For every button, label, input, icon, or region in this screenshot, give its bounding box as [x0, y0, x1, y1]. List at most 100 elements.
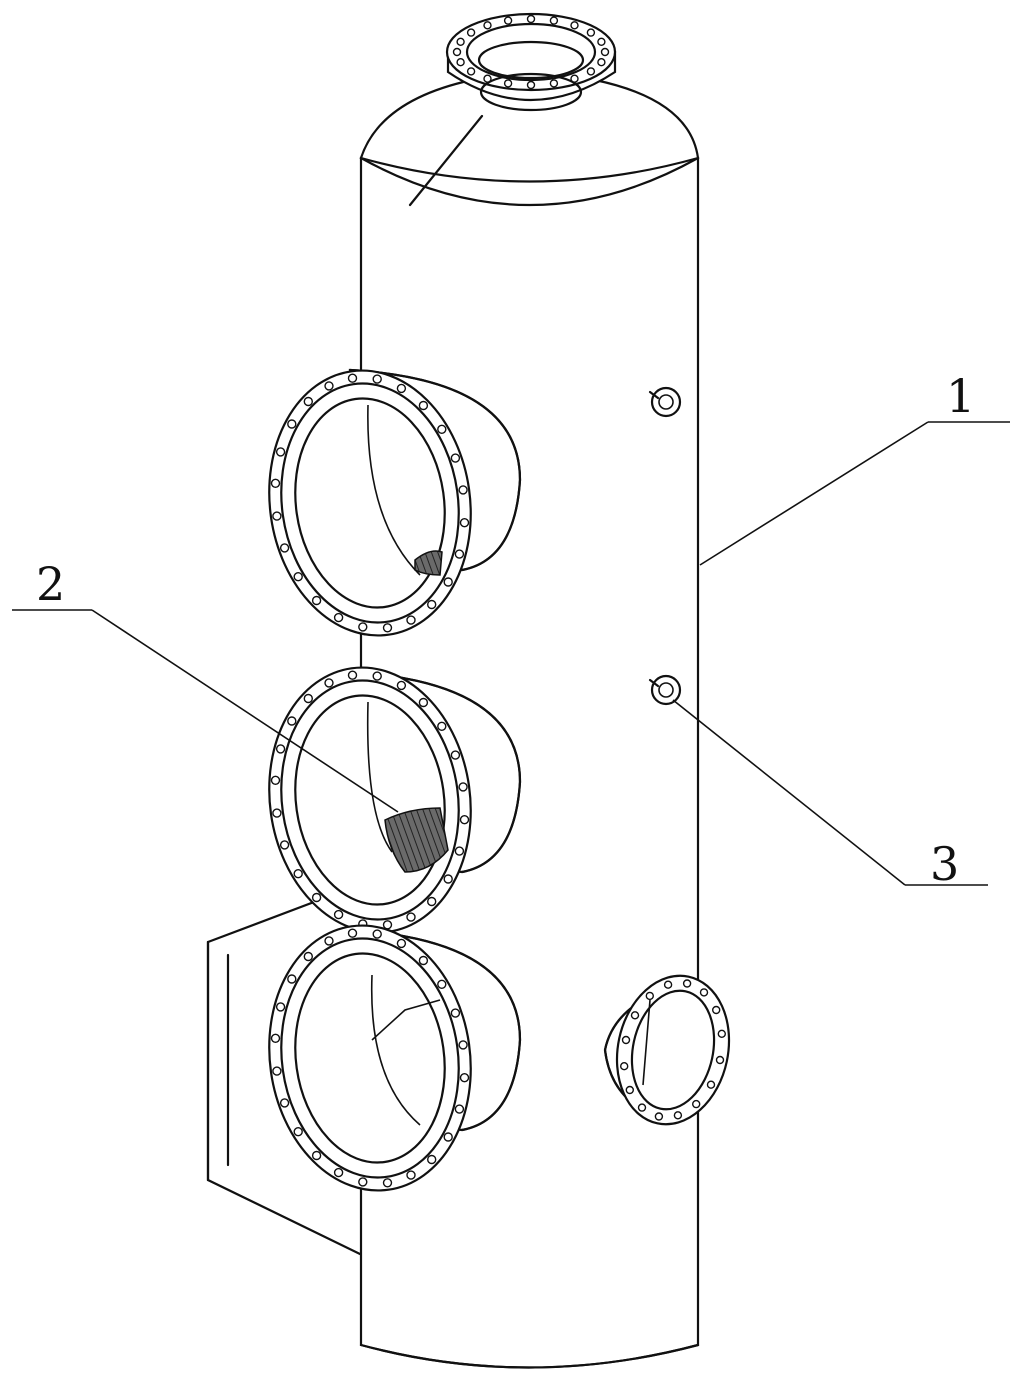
bolt-hole [620, 1061, 629, 1071]
bolt-hole [458, 782, 468, 792]
upper-nozzle [268, 368, 522, 637]
bolt-hole [333, 909, 344, 920]
bolt-hole [406, 1170, 416, 1180]
bolt-hole [275, 744, 286, 754]
bolt-hole [427, 896, 437, 907]
bolt-hole [382, 623, 393, 633]
bolt-hole [483, 74, 492, 83]
bolt-hole [459, 1072, 470, 1083]
bolt-hole [293, 572, 303, 582]
sensor-upper [648, 386, 682, 418]
bolt-hole [549, 79, 559, 88]
bolt-hole [549, 16, 559, 25]
bolt-hole [418, 697, 429, 708]
bolt-hole [358, 622, 368, 632]
bolt-hole [706, 1080, 716, 1089]
top-flange-bolts [452, 14, 610, 90]
bolt-hole [456, 37, 465, 46]
bolt-hole [597, 58, 606, 67]
bolt-hole [427, 599, 437, 610]
bolt-hole [526, 14, 536, 24]
bolt-hole [443, 874, 453, 884]
bolt-hole [347, 373, 358, 383]
bolt-hole [452, 47, 462, 57]
bolt-hole [597, 37, 606, 46]
bolt-hole [293, 1126, 303, 1137]
bolt-hole [324, 936, 334, 946]
bolt-hole [443, 1132, 453, 1142]
bolt-hole [503, 79, 513, 88]
bolt-hole [396, 383, 407, 394]
bolt-hole [303, 693, 313, 704]
callout-3: 3 [930, 837, 959, 891]
leader-1 [699, 421, 1010, 566]
bolt-hole [526, 80, 536, 90]
bolt-hole [630, 1011, 640, 1020]
bolt-hole [333, 612, 344, 623]
middle-nozzle-bolts [270, 670, 470, 930]
bolt-hole [503, 16, 513, 25]
bolt-hole [287, 974, 297, 984]
bolt-hole [570, 74, 579, 83]
bolt-hole [324, 678, 334, 688]
bolt-hole [586, 28, 596, 37]
bolt-hole [454, 1104, 465, 1114]
bolt-hole [406, 615, 416, 625]
bolt-hole [699, 988, 709, 997]
bolt-hole [437, 424, 447, 434]
bolt-hole [311, 892, 322, 903]
bolt-hole [458, 485, 468, 495]
bolt-hole [645, 991, 654, 1001]
top-flange [445, 12, 617, 112]
bolt-hole [717, 1029, 726, 1039]
bolt-hole [715, 1055, 725, 1065]
bolt-hole [272, 511, 282, 521]
leader-3 [672, 699, 988, 886]
bolt-hole [450, 453, 461, 463]
bolt-hole [450, 1008, 461, 1018]
bolt-hole [272, 808, 282, 818]
small-side-nozzle [603, 974, 731, 1126]
bolt-hole [418, 400, 429, 411]
small-nozzle-bolts [620, 979, 726, 1121]
bolt-hole [272, 1066, 282, 1076]
bolt-hole [712, 1005, 721, 1015]
callout-2: 2 [36, 557, 65, 611]
bolt-hole [663, 980, 673, 989]
upper-nozzle-bolts [270, 373, 470, 633]
bolt-hole [270, 1033, 281, 1044]
bolt-hole [586, 67, 596, 76]
bolt-hole [654, 1112, 664, 1121]
bolt-hole [303, 396, 313, 407]
bolt-hole [637, 1103, 647, 1112]
bolt-hole [454, 549, 465, 559]
lower-nozzle [268, 924, 522, 1192]
bolt-hole [311, 1150, 322, 1161]
bolt-hole [324, 381, 334, 391]
bolt-hole [692, 1099, 701, 1109]
bolt-hole [372, 929, 382, 939]
bolt-hole [456, 58, 465, 67]
tower-top-head [359, 78, 700, 207]
bolt-hole [270, 775, 281, 785]
bolt-hole [621, 1035, 631, 1045]
bolt-hole [458, 1040, 468, 1050]
sensor-lower [648, 674, 682, 706]
bolt-hole [311, 595, 322, 606]
bolt-hole [382, 1178, 393, 1188]
bolt-hole [673, 1111, 683, 1120]
bolt-hole [347, 670, 358, 680]
bolt-hole [303, 951, 313, 962]
bolt-hole [279, 840, 290, 850]
bolt-hole [437, 979, 447, 989]
bolt-hole [275, 1002, 286, 1012]
bolt-hole [396, 680, 407, 691]
bolt-hole [287, 419, 297, 429]
bolt-hole [293, 869, 303, 879]
bolt-hole [466, 28, 476, 37]
bolt-hole [625, 1085, 634, 1095]
lower-nozzle-bolts [270, 928, 470, 1188]
bolt-hole [427, 1154, 437, 1165]
bolt-hole [459, 815, 470, 825]
